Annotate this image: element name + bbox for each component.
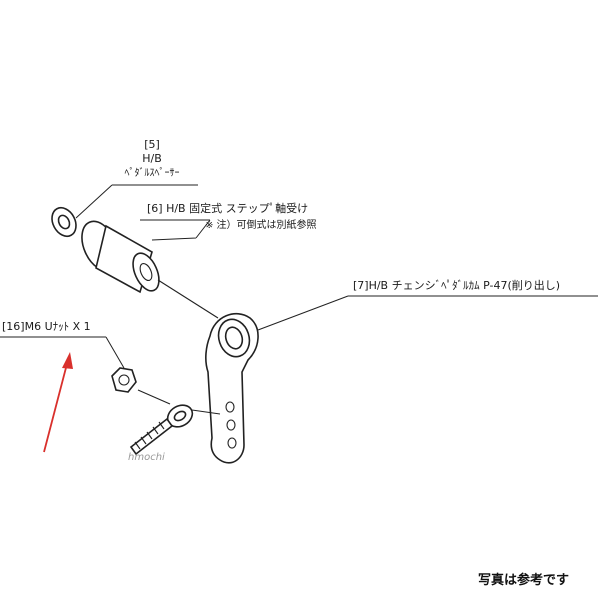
part5-leader bbox=[75, 184, 198, 219]
part5-line2: ﾍﾟﾀﾞﾙｽﾍﾟｰｻｰ bbox=[125, 167, 180, 179]
pedal-arm bbox=[205, 312, 259, 464]
part7-label: [7]H/B チェンシﾞﾍﾟﾀﾞﾙｶﾑ P-47(削り出し) bbox=[353, 278, 560, 292]
footer-note: 写真は参考です bbox=[478, 572, 569, 588]
part16-text: [16]M6 Uﾅｯﾄ X 1 bbox=[2, 320, 91, 333]
u-nut bbox=[111, 367, 137, 393]
part16-leader bbox=[0, 336, 125, 369]
part6-line2: ※ 注）可倒式は別紙参照 bbox=[205, 218, 317, 231]
part6-label: [6] H/B 固定式 ステップﾟ軸受け ※ 注）可倒式は別紙参照 bbox=[147, 201, 317, 231]
axis-line bbox=[157, 279, 219, 319]
part5-number: [5] bbox=[144, 138, 160, 151]
red-arrow bbox=[43, 352, 73, 453]
rod-axis-line bbox=[191, 409, 221, 415]
part5-label: [5] H/B ﾍﾟﾀﾞﾙｽﾍﾟｰｻｰ bbox=[125, 138, 180, 179]
part5-line1: H/B bbox=[142, 152, 162, 165]
part7-leader bbox=[257, 295, 598, 331]
spacer-washer bbox=[51, 206, 77, 238]
rod-end bbox=[129, 404, 194, 456]
part6-leader bbox=[140, 219, 211, 241]
watermark: hmochi bbox=[128, 452, 165, 463]
part16-label: [16]M6 Uﾅｯﾄ X 1 bbox=[2, 320, 91, 333]
bushing-cylinder bbox=[81, 220, 160, 294]
nut-axis-line bbox=[137, 389, 171, 405]
part6-line1: [6] H/B 固定式 ステップﾟ軸受け bbox=[147, 201, 308, 215]
